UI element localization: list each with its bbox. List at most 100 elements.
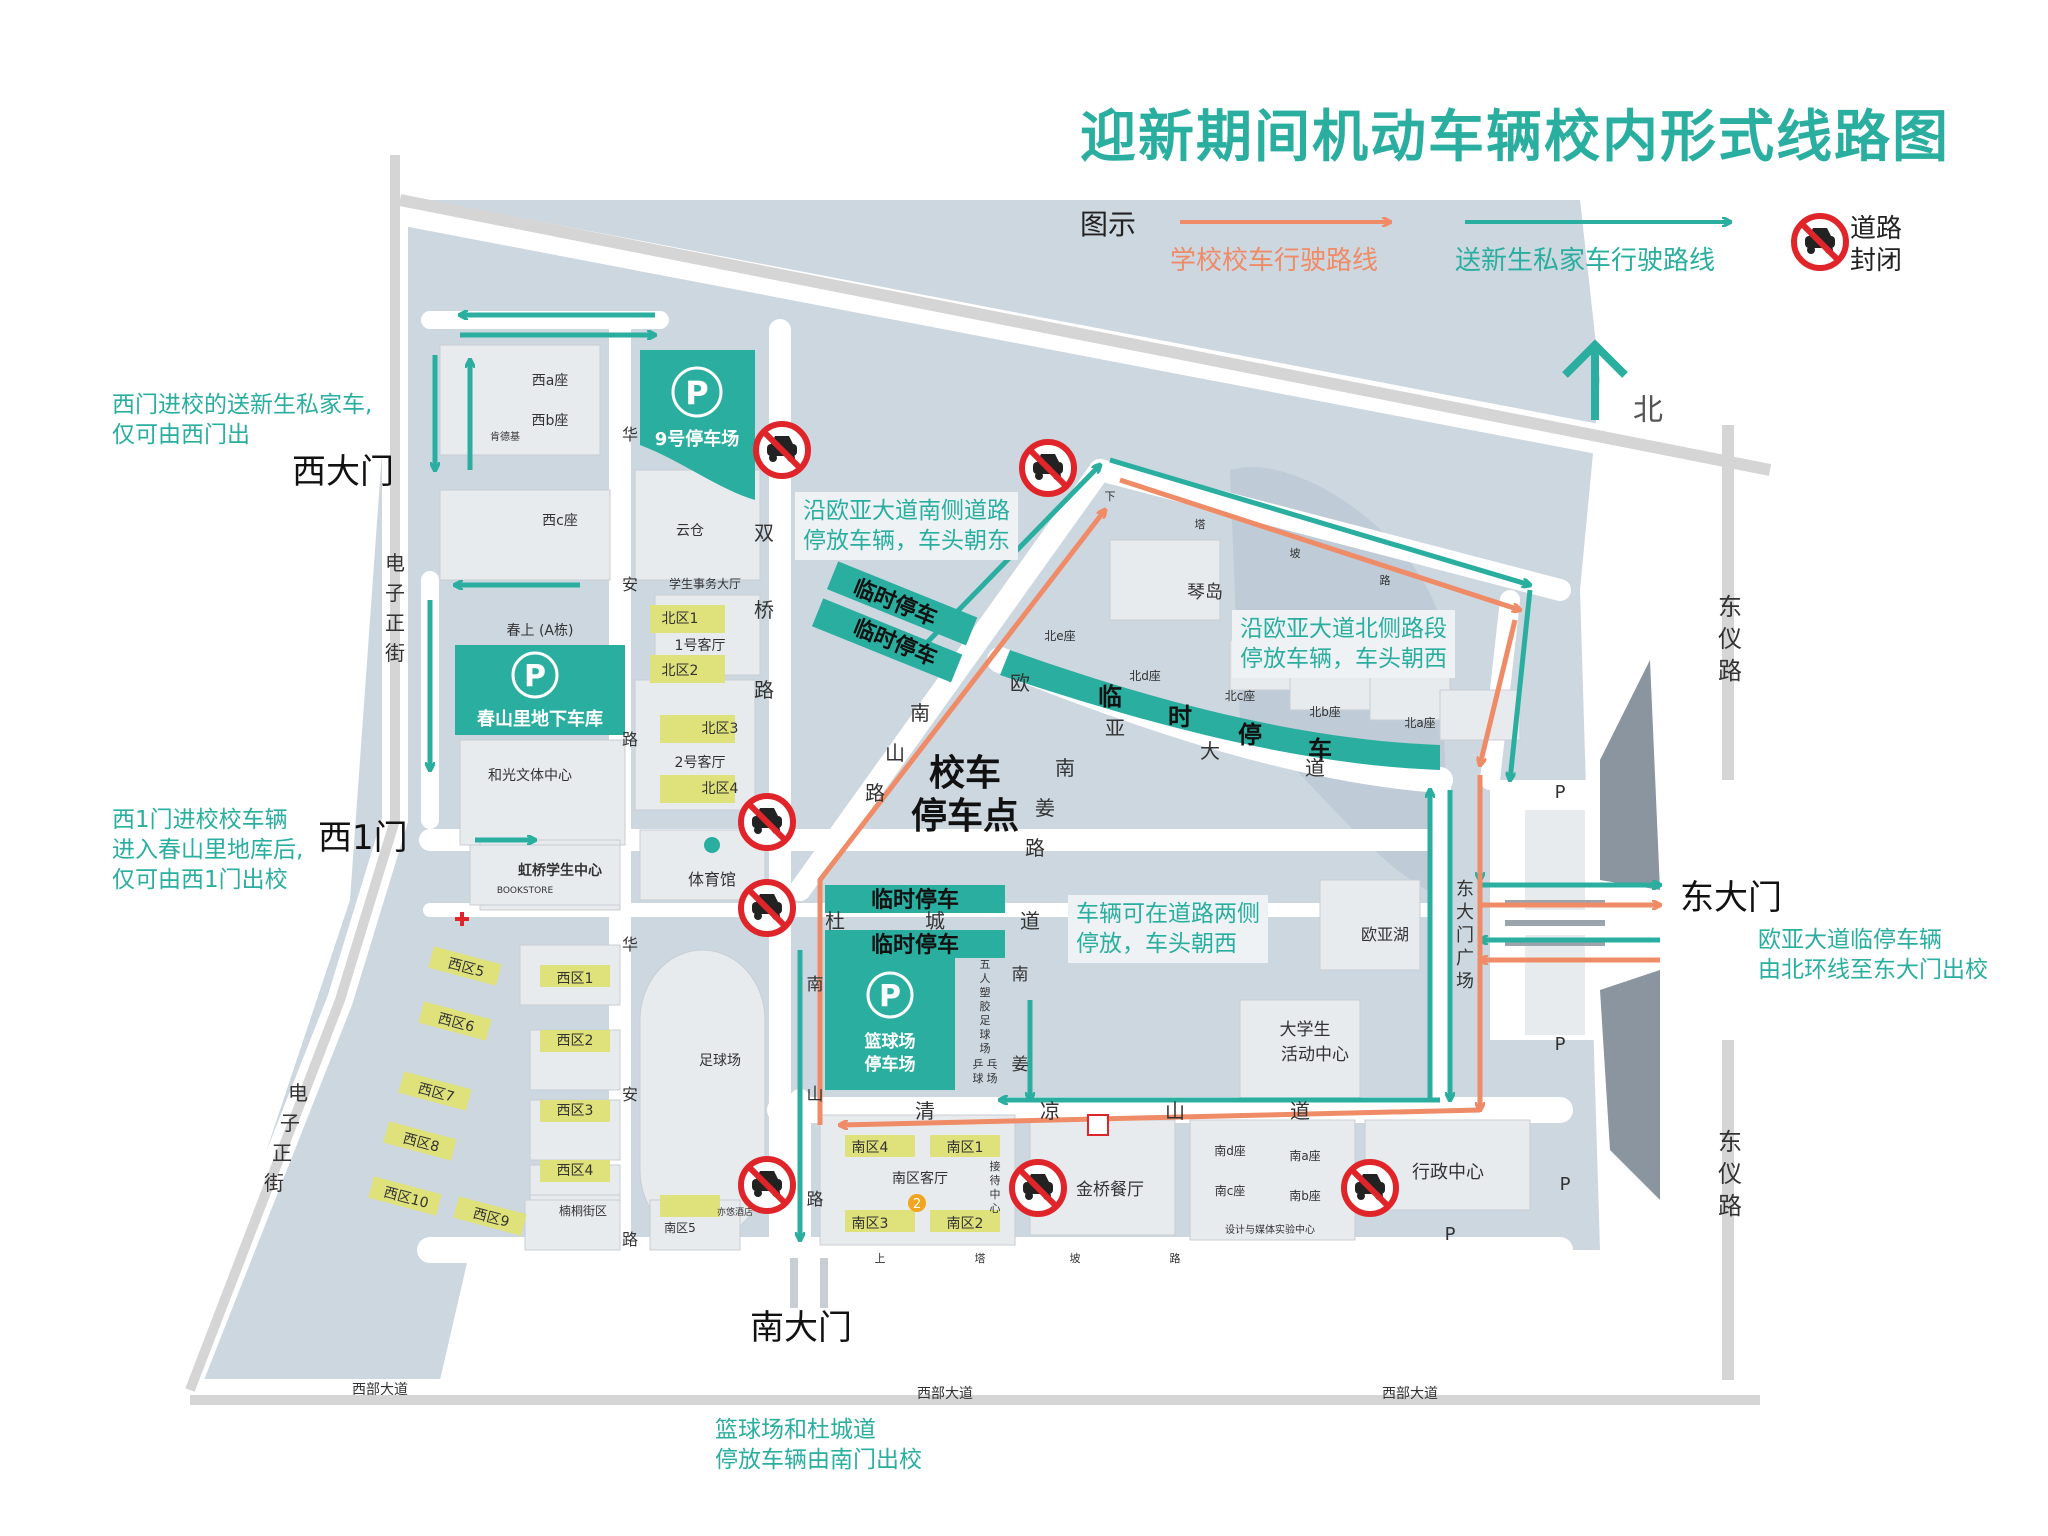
bldg-nanmu: 楠桐街区 xyxy=(559,1203,607,1218)
bldg-heguang: 和光文体中心 xyxy=(488,768,572,784)
street-dongdamen-4: 广 xyxy=(1456,948,1474,969)
street-shuangqiao-1: 双 xyxy=(754,521,774,545)
temp-parking-nanshan[interactable] xyxy=(811,561,978,683)
street-dongdamen-5: 场 xyxy=(1456,971,1474,992)
street-qingliang-3: 山 xyxy=(1165,1099,1185,1123)
street-nanjiang-b2: 姜 xyxy=(1012,1055,1029,1075)
note-south-side-line-2: 停放车辆，车头朝东 xyxy=(803,528,1010,554)
legend-closed-line-2: 封闭 xyxy=(1850,246,1903,276)
street-nanjiang-2: 姜 xyxy=(1035,796,1055,820)
bldg-jinqiao: 金桥餐厅 xyxy=(1076,1180,1144,1200)
temp-parking-ducheng-bottom-label: 临时停车 xyxy=(871,932,959,958)
street-xiata-1: 下 xyxy=(1105,490,1116,503)
bldg-xia: 西a座 xyxy=(532,373,569,389)
no-car-icon-1 xyxy=(756,424,808,476)
street-oya-1: 欧 xyxy=(1010,671,1030,695)
gate-south[interactable]: 南大门 xyxy=(750,1308,852,1348)
street-dianzi-4: 街 xyxy=(385,641,405,665)
temp-parking-ducheng-bottom[interactable] xyxy=(825,930,1005,958)
temp-parking-ducheng-top-label: 临时停车 xyxy=(871,887,959,913)
bldg-oyahu: 欧亚湖 xyxy=(1361,925,1409,944)
bldg-xi1: 西区1 xyxy=(557,971,594,987)
street-qingliang-1: 清 xyxy=(915,1099,935,1123)
bldg-beic: 北c座 xyxy=(1225,688,1256,703)
parking-lot-9[interactable] xyxy=(640,350,755,500)
pingpong-4: 场 xyxy=(987,1071,998,1085)
note-west: 西门进校的送新生私家车, 仅可由西门出 xyxy=(112,390,372,450)
five-a-side-5: 足 xyxy=(980,1014,991,1027)
bldg-nan5: 南区5 xyxy=(664,1220,696,1235)
street-huaan-1: 华 xyxy=(622,425,638,444)
pingpong-3: 球 xyxy=(973,1071,984,1085)
gate-west1[interactable]: 西1门 xyxy=(318,818,408,858)
parking-chunshan-label: 春山里地下车库 xyxy=(477,708,603,730)
east-gate-shape-1 xyxy=(1600,660,1660,890)
bldg-nana: 南a座 xyxy=(1289,1148,1320,1163)
street-dongyi-b2: 仪 xyxy=(1718,1160,1742,1188)
bldg-hongqiao: 虹桥学生中心 xyxy=(518,862,602,879)
street-shangta-2: 塔 xyxy=(975,1252,986,1265)
five-a-side-labels: 五 人 塑 胶 足 球 场 乒 乓 球 场 xyxy=(973,958,998,1085)
parking-9-p: P xyxy=(685,374,708,412)
parking-east-p-2: P xyxy=(1555,1034,1566,1055)
note-south-side: 沿欧亚大道南侧道路 停放车辆，车头朝东 xyxy=(795,492,1018,560)
bldg-admin: 行政中心 xyxy=(1412,1162,1484,1183)
east-gate-structure-1 xyxy=(1525,810,1585,910)
bldg-student-act-1: 大学生 xyxy=(1280,1020,1331,1040)
bldg-affairs: 学生事务大厅 xyxy=(669,576,741,591)
bldg-nan-guest: 南区客厅 xyxy=(892,1170,948,1187)
gate-west[interactable]: 西大门 xyxy=(292,452,394,492)
bus-stop-line-2: 停车点 xyxy=(911,796,1019,837)
street-shangta-3: 坡 xyxy=(1070,1252,1081,1265)
gate-east[interactable]: 东大门 xyxy=(1680,878,1782,918)
street-huaan-2: 安 xyxy=(622,575,638,594)
east-gate-structure-2 xyxy=(1525,935,1585,1035)
east-gate-line-2 xyxy=(1505,920,1605,926)
temp-parking-ducheng-top[interactable] xyxy=(825,885,1005,913)
bldg-bei1: 北区1 xyxy=(662,611,699,627)
bldg-bei4: 北区4 xyxy=(702,781,739,797)
legend-closed-icon xyxy=(1794,216,1846,268)
five-a-side-1: 五 xyxy=(980,958,991,971)
map-title: 迎新期间机动车辆校内形式线路图 xyxy=(1080,105,1950,170)
street-xiata-3: 坡 xyxy=(1290,547,1301,560)
street-dianzi-b2: 子 xyxy=(280,1111,300,1135)
parking-chunshan[interactable] xyxy=(455,645,625,735)
street-dianzi-3: 正 xyxy=(385,611,405,635)
street-nanshan-3: 路 xyxy=(865,781,885,805)
bldg-xib: 西b座 xyxy=(532,413,569,429)
bldg-gym: 体育馆 xyxy=(688,870,736,889)
pingpong-2: 乓 xyxy=(987,1058,998,1071)
east-gate-shape-2 xyxy=(1600,970,1660,1200)
street-huaan-4: 华 xyxy=(622,935,638,954)
bldg-yuncang: 云仓 xyxy=(676,523,704,539)
street-dongyi-1: 东 xyxy=(1718,593,1742,621)
street-dongdamen-3: 门 xyxy=(1456,925,1474,946)
street-dongyi-3: 路 xyxy=(1718,657,1742,685)
five-a-side-6: 球 xyxy=(980,1027,991,1041)
note-both-sides-line-2: 停放，车头朝西 xyxy=(1076,931,1237,957)
parking-9-label: 9号停车场 xyxy=(655,428,740,450)
street-huaan-3: 路 xyxy=(622,730,638,749)
bldg-beib: 北b座 xyxy=(1309,704,1341,719)
bldg-student-act-2: 活动中心 xyxy=(1281,1045,1349,1065)
bldg-nan3: 南区3 xyxy=(852,1216,889,1232)
street-nanshan-1: 南 xyxy=(910,701,930,725)
temp-parking-oya[interactable] xyxy=(1000,650,1440,770)
bldg-beid: 北d座 xyxy=(1129,668,1161,683)
private-car-routes xyxy=(430,315,1660,1240)
note-west1-line-1: 西1门进校校车辆 xyxy=(112,807,288,833)
street-ducheng-3: 道 xyxy=(1020,909,1040,933)
bldg-nand: 南d座 xyxy=(1214,1143,1246,1158)
school-bus-routes xyxy=(817,477,1660,1125)
note-east-line-1: 欧亚大道临停车辆 xyxy=(1758,927,1942,953)
street-nan-ducheng-1: 南 xyxy=(807,975,824,995)
street-huaan-6: 路 xyxy=(622,1230,638,1249)
street-dianzi-1: 电 xyxy=(385,551,405,575)
bus-stop-line-1: 校车 xyxy=(929,753,1001,794)
street-ducheng-2: 城 xyxy=(925,909,945,933)
bldg-yiyuan: 亦悠酒店 xyxy=(717,1206,753,1218)
bldg-kfc: 肯德基 xyxy=(490,430,520,443)
legend-school-route: 学校校车行驶路线 xyxy=(1170,246,1379,276)
note-south-line-2: 停放车辆由南门出校 xyxy=(715,1447,922,1473)
